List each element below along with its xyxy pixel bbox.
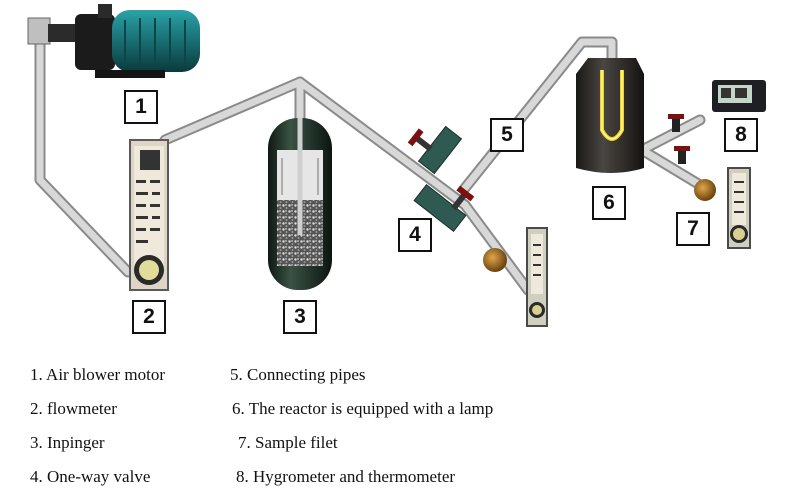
legend-item-3: 3. Inpinger <box>30 433 105 452</box>
label-box-6: 6 <box>592 186 626 220</box>
legend-item-6: 6. The reactor is equipped with a lamp <box>232 399 494 418</box>
one-way-valve <box>413 184 548 327</box>
label-box-2: 2 <box>132 300 166 334</box>
label-box-4: 4 <box>398 218 432 252</box>
label-box-1: 1 <box>124 90 158 124</box>
label-box-5: 5 <box>490 118 524 152</box>
legend-item-2: 2. flowmeter <box>30 399 117 418</box>
impinger <box>268 118 332 290</box>
legend-item-5: 5. Connecting pipes <box>230 365 366 384</box>
reactor-with-lamp <box>576 58 644 173</box>
legend-item-7: 7. Sample filet <box>238 433 338 452</box>
flowmeter <box>129 139 169 291</box>
legend-item-4: 4. One-way valve <box>30 467 151 486</box>
upper-valve <box>407 125 463 175</box>
label-box-7: 7 <box>676 212 710 246</box>
apparatus-diagram <box>27 4 766 327</box>
connecting-pipes <box>34 34 706 296</box>
label-box-3: 3 <box>283 300 317 334</box>
legend-item-8: 8. Hygrometer and thermometer <box>236 467 456 486</box>
hygrometer-thermometer <box>668 80 766 132</box>
sample-filet <box>674 146 751 249</box>
label-box-8: 8 <box>724 118 758 152</box>
air-blower-motor <box>27 4 200 78</box>
legend-item-1: 1. Air blower motor <box>30 365 166 384</box>
